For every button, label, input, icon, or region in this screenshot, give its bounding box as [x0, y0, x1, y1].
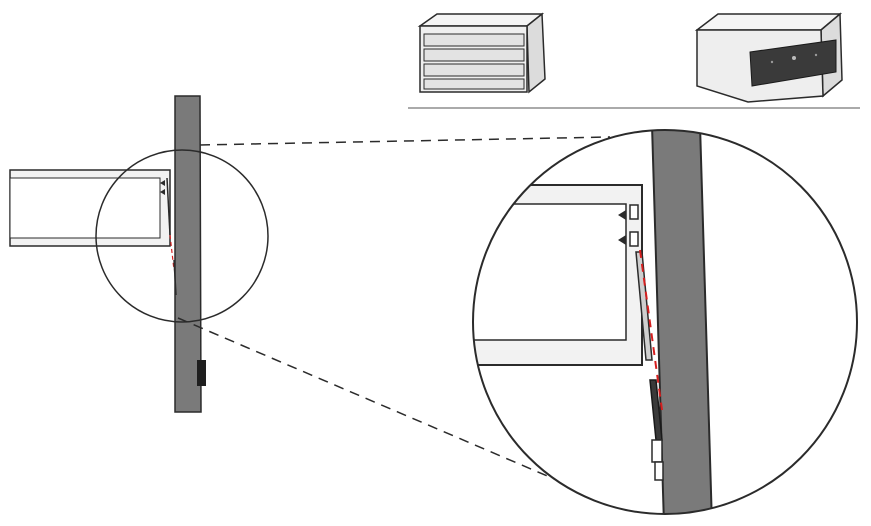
- thumbnail-drawer-unit-left: [417, 12, 546, 94]
- wall-panel-left: [174, 95, 206, 413]
- thumbnail-drawer-unit-right: [694, 12, 843, 103]
- callout-line-bottom: [177, 317, 581, 491]
- callout-line-top: [199, 136, 611, 146]
- latch-icon: [792, 56, 796, 60]
- detail-circle-small: [95, 149, 269, 323]
- detail-circle-content: [473, 130, 857, 514]
- detail-circle-large: [472, 129, 858, 515]
- drawer-left: [9, 169, 177, 296]
